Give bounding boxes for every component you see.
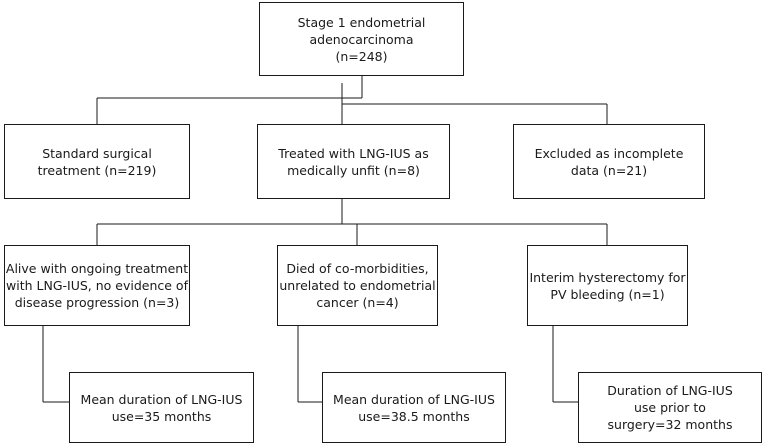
node-line: Treated with LNG-IUS as [278,145,429,161]
node-line: Mean duration of LNG-IUS [333,391,495,407]
node-line: Stage 1 endometrial [297,14,426,30]
node-interim-hysterectomy: Interim hysterectomy for PV bleeding (n=… [527,245,688,326]
node-duration-prior-to-surgery: Duration of LNG-IUS use prior to surgery… [578,372,762,443]
node-excluded-incomplete-data: Excluded as incomplete data (n=21) [513,124,705,199]
node-line: Duration of LNG-IUS [607,383,733,398]
node-line: Standard surgical [42,145,152,161]
node-line: with LNG-IUS, no evidence of [6,278,188,293]
node-line: unrelated to endometrial [279,278,436,293]
node-alive-ongoing-treatment: Alive with ongoing treatment with LNG-IU… [4,245,190,326]
node-line: medically unfit (n=8) [287,162,420,178]
node-line: disease progression (n=3) [14,295,180,310]
node-line: treatment (n=219) [37,162,157,178]
node-line: use=35 months [111,408,212,424]
node-line: Alive with ongoing treatment [5,261,189,276]
node-line: use=38.5 months [358,408,470,424]
node-mean-duration-35-months: Mean duration of LNG-IUS use=35 months [69,372,254,443]
node-line: PV bleeding (n=1) [550,286,665,302]
node-line: use prior to [634,400,706,415]
node-line: Interim hysterectomy for [529,269,686,285]
node-line: surgery=32 months [607,417,733,432]
node-line: cancer (n=4) [316,295,399,310]
node-line: (n=248) [335,48,388,64]
node-line: adenocarcinoma [309,31,414,47]
node-line: data (n=21) [570,162,648,178]
node-stage1-endometrial-adenocarcinoma: Stage 1 endometrial adenocarcinoma (n=24… [259,2,464,76]
node-died-of-co-morbidities: Died of co-morbidities, unrelated to end… [277,245,438,326]
node-line: Died of co-morbidities, [286,261,429,276]
node-treated-with-lng-ius: Treated with LNG-IUS as medically unfit … [257,124,450,199]
node-mean-duration-38-5-months: Mean duration of LNG-IUS use=38.5 months [322,372,506,443]
node-line: Excluded as incomplete [534,145,684,161]
node-line: Mean duration of LNG-IUS [80,391,243,407]
node-standard-surgical-treatment: Standard surgical treatment (n=219) [4,124,190,199]
